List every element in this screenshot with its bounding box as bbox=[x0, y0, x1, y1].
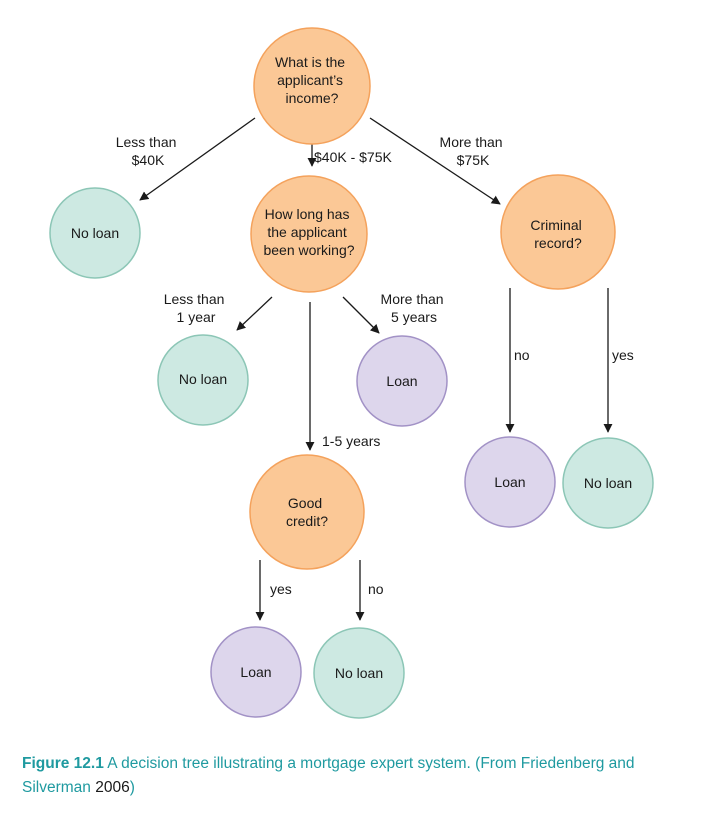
figure-caption-close: ) bbox=[129, 779, 135, 796]
outcome-node-no-loan-record bbox=[562, 437, 654, 529]
outcome-node-loan-long-work-label: Loan bbox=[386, 373, 417, 389]
decision-node-working bbox=[250, 175, 368, 293]
outcome-node-loan-clean-record bbox=[464, 436, 556, 528]
edge-label-criminal-yes: yes bbox=[612, 347, 634, 363]
edge-labels: Less than $40K $40K - $75K More than $75… bbox=[116, 134, 634, 597]
outcome-node-no-loan-low-income-label: No loan bbox=[71, 225, 119, 241]
edge-label-mid-income: $40K - $75K bbox=[314, 149, 392, 165]
outcome-node-loan-good-credit-label: Loan bbox=[240, 664, 271, 680]
edge-label-one-five: 1-5 years bbox=[322, 433, 380, 449]
edge-income-to-noloan bbox=[139, 117, 256, 201]
edge-working-to-loan bbox=[342, 296, 380, 334]
edge-label-more-5yr: More than 5 years bbox=[381, 291, 448, 325]
edge-working-to-noloan bbox=[236, 296, 273, 331]
edge-label-less-40k: Less than $40K bbox=[116, 134, 181, 168]
outcome-node-no-loan-record-label: No loan bbox=[584, 475, 632, 491]
edge-label-more-75k: More than $75K bbox=[440, 134, 507, 168]
outcome-node-loan-long-work bbox=[356, 335, 448, 427]
figure-caption-year: 2006 bbox=[95, 779, 130, 796]
outcome-node-no-loan-bad-credit bbox=[313, 627, 405, 719]
outcome-node-loan-good-credit bbox=[210, 626, 302, 718]
edge-label-criminal-no: no bbox=[514, 347, 530, 363]
outcome-node-loan-clean-record-label: Loan bbox=[494, 474, 525, 490]
outcome-node-no-loan-low-income bbox=[49, 187, 141, 279]
decision-node-criminal bbox=[500, 174, 616, 290]
outcome-node-no-loan-short-work-label: No loan bbox=[179, 371, 227, 387]
edges bbox=[139, 117, 613, 621]
decision-node-credit bbox=[249, 454, 365, 570]
decision-node-income bbox=[253, 27, 371, 145]
edge-label-credit-yes: yes bbox=[270, 581, 292, 597]
decision-node-criminal-label: Criminal record? bbox=[530, 217, 585, 251]
figure-caption-text: A decision tree illustrating a mortgage … bbox=[22, 755, 635, 796]
figure-caption: Figure 12.1 A decision tree illustrating… bbox=[22, 752, 702, 800]
edge-income-to-criminal bbox=[369, 117, 501, 205]
outcome-node-no-loan-short-work bbox=[157, 334, 249, 426]
edge-label-credit-no: no bbox=[368, 581, 384, 597]
nodes: What is the applicant’s income? How long… bbox=[49, 27, 654, 719]
decision-node-income-label: What is the applicant’s income? bbox=[275, 54, 349, 106]
decision-node-working-label: How long has the applicant been working? bbox=[263, 206, 354, 258]
decision-node-credit-label: Good credit? bbox=[286, 495, 328, 529]
decision-tree-diagram: Less than $40K $40K - $75K More than $75… bbox=[49, 27, 654, 719]
figure-caption-label: Figure 12.1 bbox=[22, 755, 104, 772]
edge-label-less-1yr: Less than 1 year bbox=[164, 291, 229, 325]
outcome-node-no-loan-bad-credit-label: No loan bbox=[335, 665, 383, 681]
